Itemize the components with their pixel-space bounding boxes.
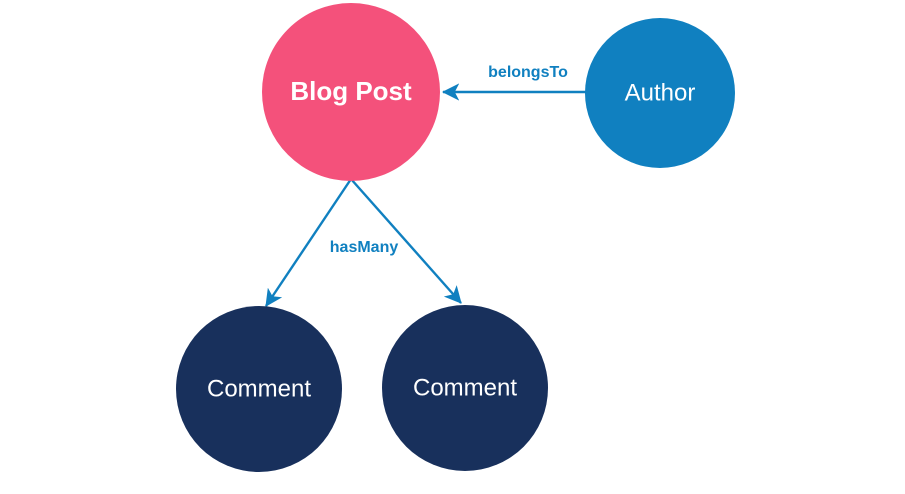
edge-has-many-right[interactable] [350, 178, 462, 304]
node-blog-post-circle [262, 3, 440, 181]
node-comment-left[interactable]: Comment [176, 306, 342, 472]
edge-has-many-left[interactable] [265, 178, 352, 307]
node-comment-left-label: Comment [207, 375, 311, 402]
node-author-label: Author [625, 79, 696, 106]
edge-label-belongs-to: belongsTo [488, 64, 568, 81]
edge-belongs-to[interactable]: belongsTo [441, 64, 586, 101]
edge-has-many-left-line [265, 178, 352, 307]
node-comment-right-circle [382, 305, 548, 471]
node-layer: Blog Post Author Comment Comment [176, 3, 735, 472]
edge-has-many-right-line [350, 178, 462, 304]
edge-label-has-many: hasMany [330, 239, 399, 256]
node-author[interactable]: Author [585, 18, 735, 168]
node-comment-right-label: Comment [413, 374, 517, 401]
node-blog-post[interactable]: Blog Post [262, 3, 440, 181]
node-comment-right[interactable]: Comment [382, 305, 548, 471]
node-author-circle [585, 18, 735, 168]
node-comment-left-circle [176, 306, 342, 472]
edge-layer: belongsTo hasMany [265, 64, 586, 307]
node-blog-post-label: Blog Post [290, 76, 412, 106]
